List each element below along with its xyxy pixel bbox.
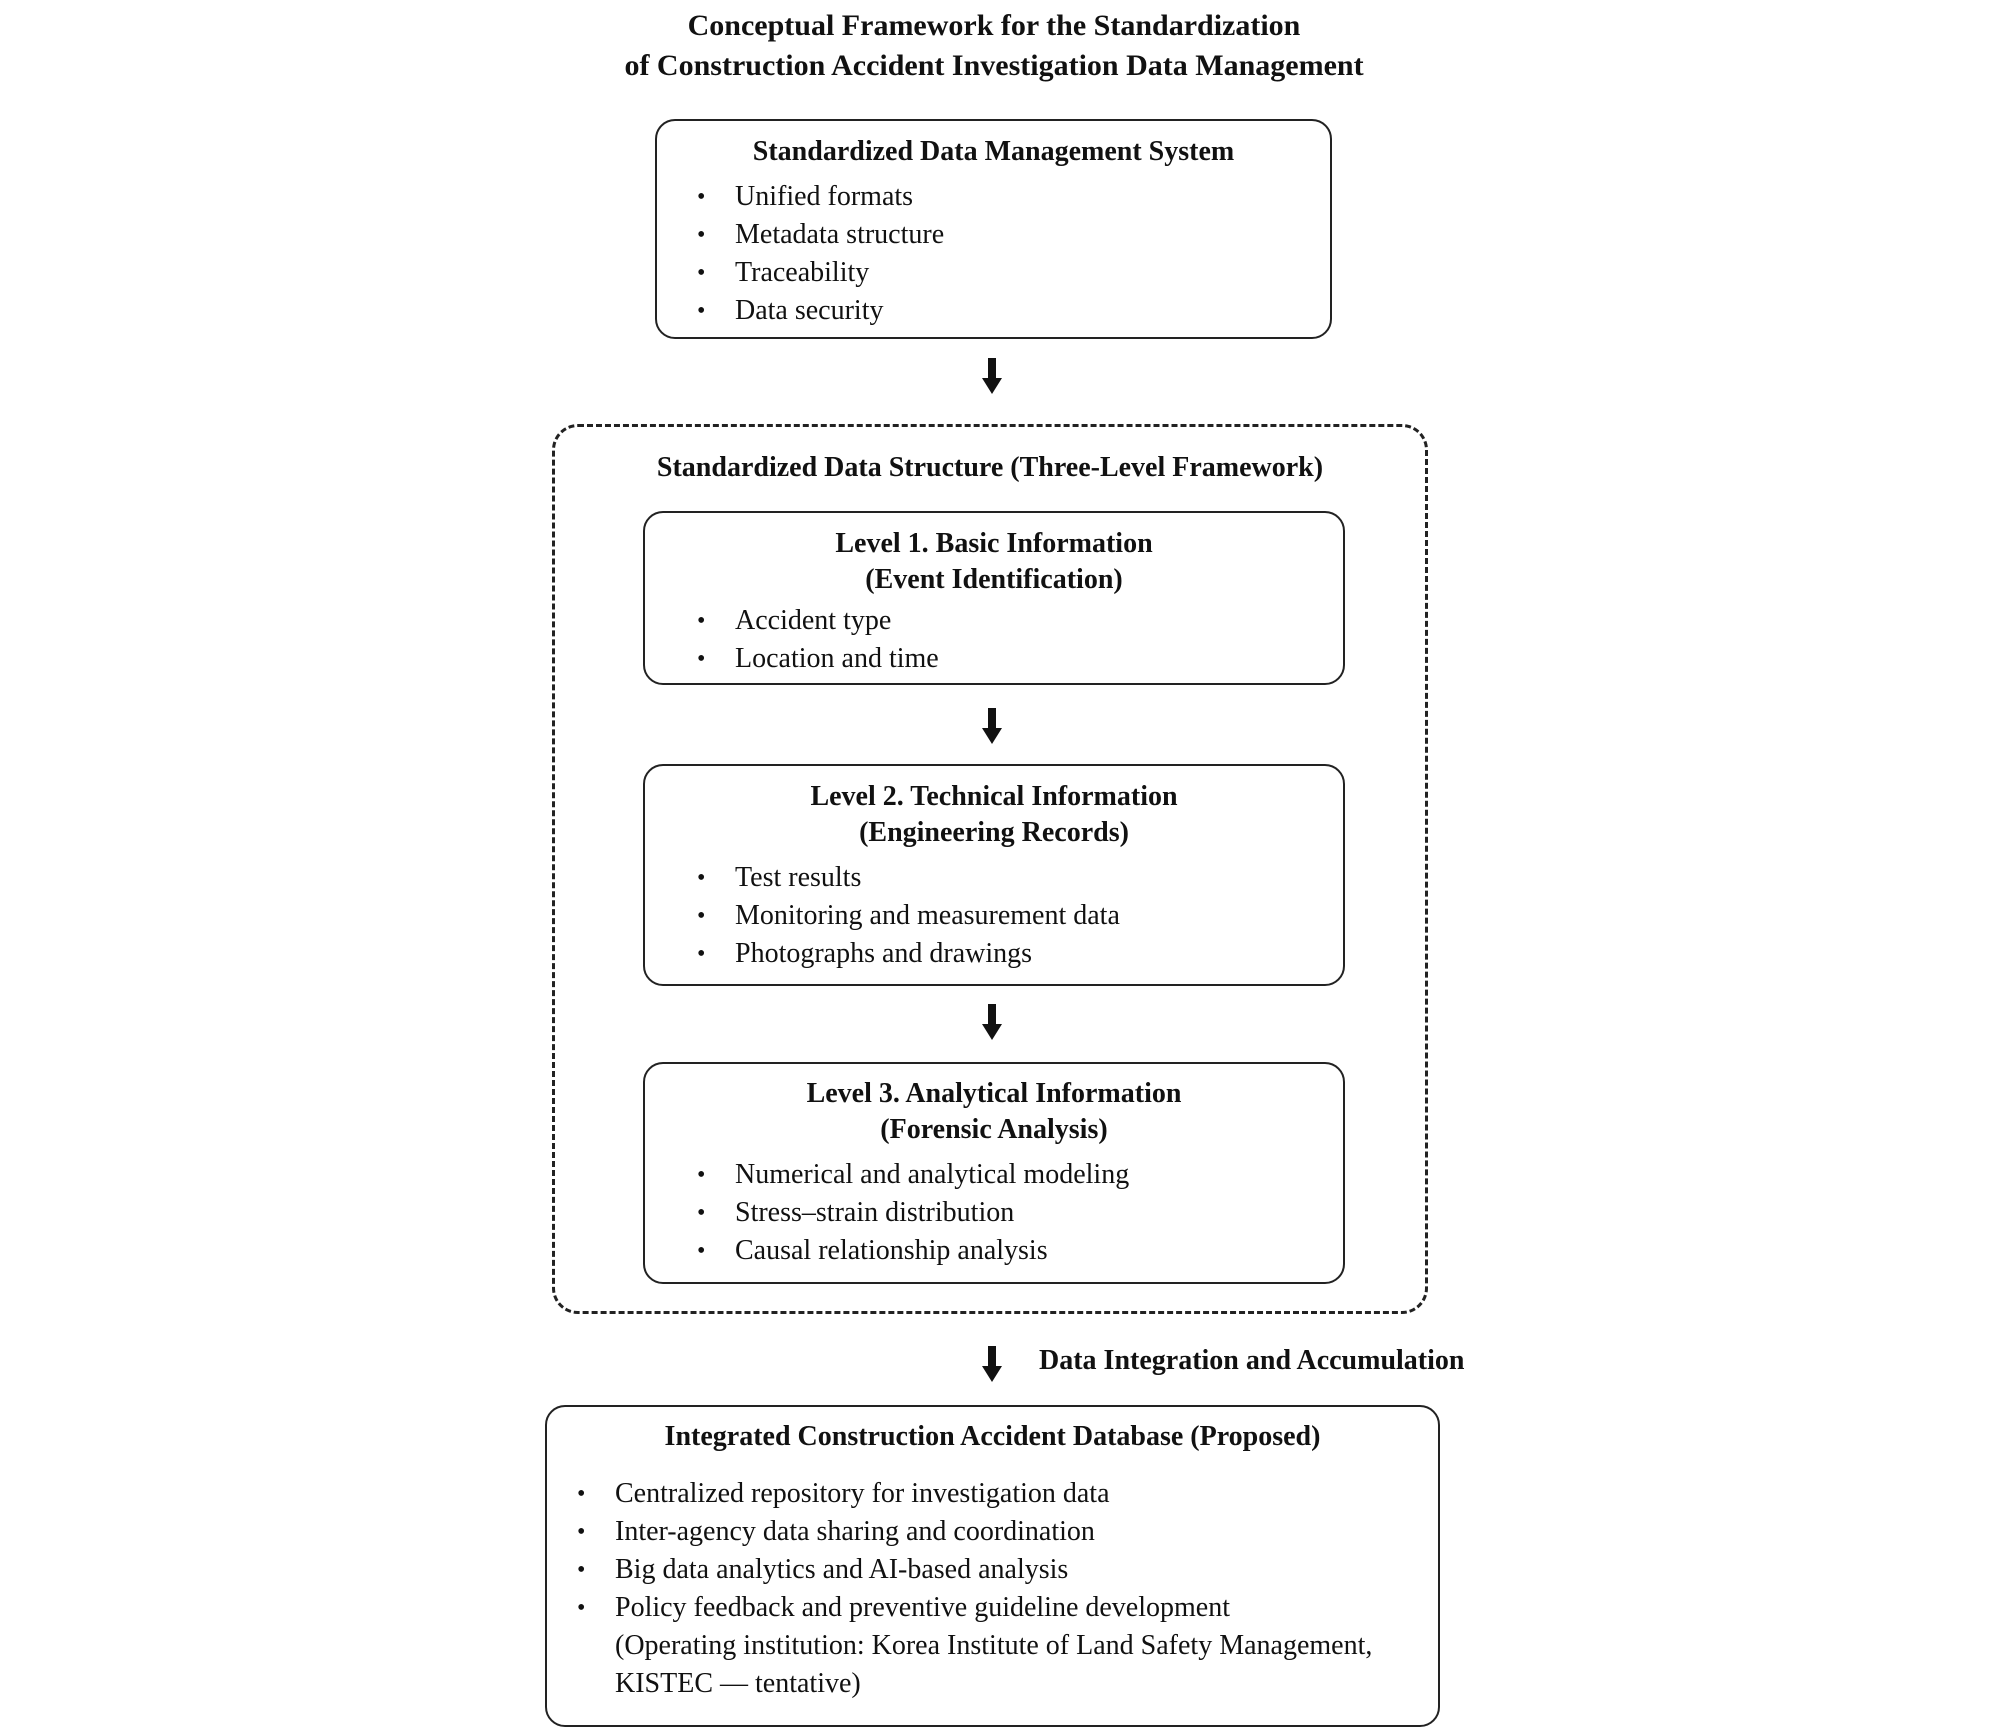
arrow-down-icon [982,1004,1002,1040]
system-item: Data security [695,292,1330,330]
level-3-item: Causal relationship analysis [695,1232,1343,1270]
arrow-down-icon [982,1346,1002,1382]
level-2-item: Monitoring and measurement data [695,897,1343,935]
database-box-heading: Integrated Construction Accident Databas… [664,1421,1321,1452]
level-3-list: Numerical and analytical modeling Stress… [695,1156,1343,1270]
database-item: Big data analytics and AI-based analysis [575,1551,1438,1589]
database-item: Centralized repository for investigation… [575,1475,1438,1513]
level-2-list: Test results Monitoring and measurement … [695,859,1343,973]
level-1-list: Accident type Location and time [695,602,1343,678]
database-note-line-1: (Operating institution: Korea Institute … [615,1630,1373,1661]
three-level-frame [552,424,1428,1314]
database-item: Inter-agency data sharing and coordinati… [575,1513,1438,1551]
level-2-box: Level 2. Technical Information (Engineer… [643,764,1345,986]
level-3-subheading: (Forensic Analysis) [880,1114,1108,1145]
level-3-box: Level 3. Analytical Information (Forensi… [643,1062,1345,1284]
level-1-subheading: (Event Identification) [865,564,1123,595]
level-2-subheading: (Engineering Records) [859,817,1129,848]
diagram-title-line-2: of Construction Accident Investigation D… [624,49,1364,82]
level-3-item: Stress–strain distribution [695,1194,1343,1232]
database-item-text: Policy feedback and preventive guideline… [615,1592,1231,1623]
arrow-down-icon [982,708,1002,744]
system-box-list: Unified formats Metadata structure Trace… [695,178,1330,330]
level-2-item: Photographs and drawings [695,935,1343,973]
diagram-title-line-1: Conceptual Framework for the Standardiza… [687,9,1301,42]
level-1-box: Level 1. Basic Information (Event Identi… [643,511,1345,685]
system-item: Metadata structure [695,216,1330,254]
database-note-line-2: KISTEC — tentative) [615,1668,861,1699]
system-item: Traceability [695,254,1330,292]
level-1-item: Accident type [695,602,1343,640]
level-3-heading: Level 3. Analytical Information [806,1078,1182,1109]
three-level-frame-heading: Standardized Data Structure (Three-Level… [656,452,1324,483]
integration-label: Data Integration and Accumulation [1039,1345,1465,1376]
level-1-item: Location and time [695,640,1343,678]
database-box-list: Centralized repository for investigation… [575,1475,1438,1703]
level-2-heading: Level 2. Technical Information [810,781,1178,812]
arrow-down-icon [982,358,1002,394]
database-item: Policy feedback and preventive guideline… [575,1589,1438,1703]
level-3-item: Numerical and analytical modeling [695,1156,1343,1194]
level-1-heading: Level 1. Basic Information [835,528,1153,559]
system-item: Unified formats [695,178,1330,216]
database-box: Integrated Construction Accident Databas… [545,1405,1440,1727]
system-box-heading: Standardized Data Management System [752,136,1235,167]
level-2-item: Test results [695,859,1343,897]
system-box: Standardized Data Management System Unif… [655,119,1332,339]
